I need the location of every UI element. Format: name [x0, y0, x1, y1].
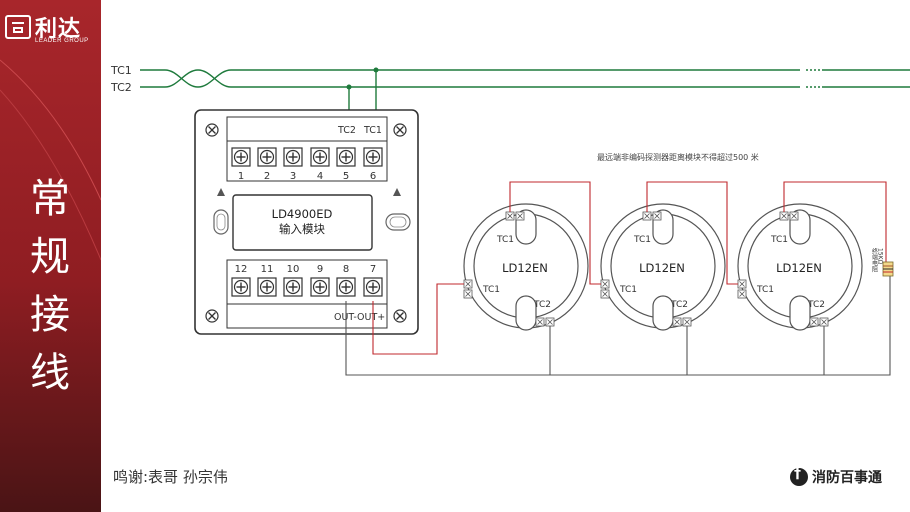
detector-1: LD12EN TC1 TC1 TC2: [463, 203, 589, 331]
detector-tc1-label: TC1: [633, 235, 651, 245]
detector-3: LD12EN TC1 TC1 TC2: [737, 203, 863, 331]
end-resistor: 终端电阻 15KΩ: [871, 247, 894, 277]
terminal-screw-icon: [336, 147, 356, 167]
detector-model: LD12EN: [502, 261, 548, 275]
terminal-label: 10: [287, 264, 300, 275]
detector-tc1-label: TC1: [756, 285, 774, 295]
resistor-label: 终端电阻: [871, 247, 878, 273]
terminal-screw-icon: [257, 277, 277, 297]
module-name: 输入模块: [279, 222, 325, 236]
mount-screw-icon: [205, 309, 219, 323]
terminal-label: 12: [235, 264, 248, 275]
terminal-label: 1: [238, 171, 244, 182]
sidebar: 利达 LEADER GROUP 常 规 接 线: [0, 0, 101, 512]
module-model: LD4900ED: [272, 207, 333, 221]
page-title: 常 规 接 线: [22, 170, 78, 402]
terminal-label: 9: [317, 264, 323, 275]
terminal-screw-icon: [231, 277, 251, 297]
detector-tc2-label: TC2: [670, 300, 688, 310]
detector-tc1-label: TC1: [482, 285, 500, 295]
title-char: 接: [30, 292, 70, 338]
terminal-screw-icon: [283, 277, 303, 297]
bus-label-tc1: TC1: [110, 64, 132, 77]
terminal-label: 2: [264, 171, 270, 182]
detector-model: LD12EN: [776, 261, 822, 275]
terminal-label: 8: [343, 264, 349, 275]
mount-screw-icon: [393, 123, 407, 137]
terminal-label: 6: [370, 171, 376, 182]
terminal-label: 11: [261, 264, 274, 275]
brand-name: 消防百事通: [812, 470, 882, 486]
sidebar-decoration: [0, 59, 101, 261]
detector-tc2-label: TC2: [807, 300, 825, 310]
terminal-screw-icon: [231, 147, 251, 167]
terminal-screw-icon: [310, 277, 330, 297]
terminal-label: 4: [317, 171, 323, 182]
detector-tc1-label: TC1: [496, 235, 514, 245]
logo-name: 利达: [35, 17, 82, 42]
acknowledgement: 鸣谢:表哥 孙宗伟: [113, 468, 228, 486]
logo: 利达 LEADER GROUP: [5, 13, 97, 47]
distance-note: 最远端非编码探测器距离模块不得超过500 米: [597, 152, 759, 162]
title-char: 规: [30, 234, 70, 280]
bottom-header: OUT-OUT+: [334, 312, 385, 323]
terminal-screw-icon: [363, 277, 383, 297]
top-header-tc1: TC1: [363, 125, 382, 136]
top-header-tc2: TC2: [337, 125, 356, 136]
logo-mark-icon: [5, 15, 31, 39]
terminal-label: 3: [290, 171, 296, 182]
detector-tc2-label: TC2: [533, 300, 551, 310]
bus-label-tc2: TC2: [110, 81, 132, 94]
signal-wires: [372, 181, 887, 355]
mount-screw-icon: [205, 123, 219, 137]
arrow-up-icon: [217, 188, 225, 196]
terminal-screw-icon: [336, 277, 356, 297]
resistor-value: 15KΩ: [877, 248, 884, 265]
terminal-screw-icon: [257, 147, 277, 167]
detector-model: LD12EN: [639, 261, 685, 275]
mount-screw-icon: [393, 309, 407, 323]
logo-subtitle: LEADER GROUP: [35, 38, 89, 44]
terminal-label: 5: [343, 171, 349, 182]
input-module: TC2 TC1 1 2 3 4 5 6 LD4900ED 输入模块 12 11 …: [194, 109, 419, 335]
title-char: 常: [30, 176, 70, 222]
terminal-label: 7: [370, 264, 376, 275]
brand-logo-icon: [790, 466, 808, 486]
terminal-screw-icon: [310, 147, 330, 167]
return-wires: [345, 276, 891, 376]
title-char: 线: [30, 350, 70, 396]
terminal-screw-icon: [283, 147, 303, 167]
terminal-screw-icon: [363, 147, 383, 167]
detector-tc1-label: TC1: [619, 285, 637, 295]
detector-tc1-label: TC1: [770, 235, 788, 245]
arrow-up-icon: [393, 188, 401, 196]
detector-2: LD12EN TC1 TC1 TC2: [600, 203, 726, 331]
